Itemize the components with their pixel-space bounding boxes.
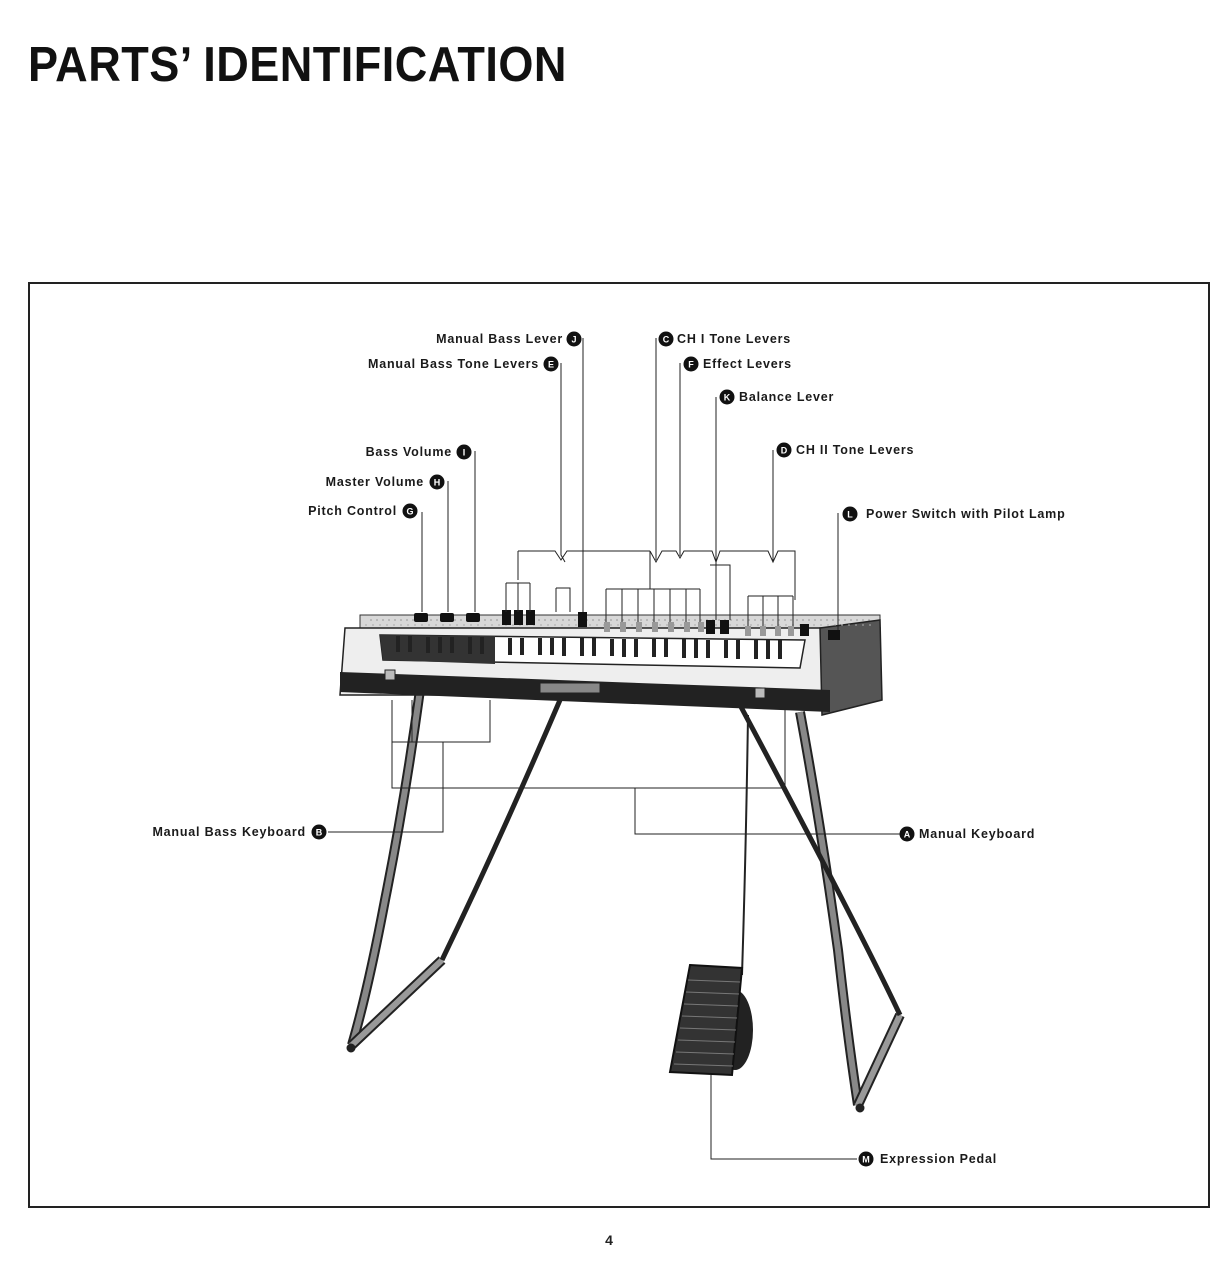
callout-marker-letter: L (847, 510, 853, 520)
callout-label: Effect Levers (703, 357, 792, 371)
callout-manual-bass-keyboard: Manual Bass Keyboard B (152, 825, 326, 840)
callout-master-volume: Master Volume H (326, 475, 445, 490)
page-number: 4 (0, 1232, 1218, 1248)
callout-marker-letter: B (316, 828, 323, 838)
callout-label: Pitch Control (308, 504, 397, 518)
callouts: Manual Bass Lever J Manual Bass Tone Lev… (152, 332, 1065, 1167)
callout-label: Balance Lever (739, 390, 834, 404)
callout-label: Manual Bass Tone Levers (368, 357, 539, 371)
callout-ch1-tone-levers: C CH I Tone Levers (659, 332, 791, 347)
callout-marker-letter: G (406, 507, 413, 517)
callout-label: Manual Bass Keyboard (152, 825, 306, 839)
callout-marker-letter: J (571, 335, 576, 345)
callout-marker-letter: M (862, 1155, 870, 1165)
callout-label: Power Switch with Pilot Lamp (866, 507, 1066, 521)
callout-label: Bass Volume (366, 445, 452, 459)
callout-marker-letter: A (904, 830, 911, 840)
callout-marker-letter: K (724, 393, 731, 403)
callout-marker-letter: C (663, 335, 670, 345)
callout-label: Manual Keyboard (919, 827, 1035, 841)
pedal-cable (742, 715, 748, 975)
callout-manual-keyboard: A Manual Keyboard (900, 827, 1036, 842)
organ-illustration (340, 610, 900, 1112)
callout-marker-letter: F (688, 360, 694, 370)
callout-bass-volume: Bass Volume I (366, 445, 472, 460)
right-stand-leg (740, 705, 900, 1112)
callout-marker-letter: H (434, 478, 441, 488)
callout-manual-bass-tone-levers: Manual Bass Tone Levers E (368, 357, 559, 372)
callout-marker-letter: D (781, 446, 788, 456)
callout-balance-lever: K Balance Lever (720, 390, 835, 405)
callout-pitch-control: Pitch Control G (308, 504, 417, 519)
callout-label: Manual Bass Lever (436, 332, 563, 346)
callout-marker-letter: E (548, 360, 554, 370)
callout-manual-bass-lever: Manual Bass Lever J (436, 332, 581, 347)
left-stand-leg (347, 690, 560, 1052)
callout-marker-letter: I (463, 448, 466, 458)
callout-ch2-tone-levers: D CH II Tone Levers (777, 443, 915, 458)
expression-pedal-drawing (670, 965, 753, 1075)
callout-label: Master Volume (326, 475, 424, 489)
callout-label: Expression Pedal (880, 1152, 997, 1166)
callout-expression-pedal: M Expression Pedal (859, 1152, 998, 1167)
callout-power-switch: L Power Switch with Pilot Lamp (843, 507, 1066, 522)
callout-effect-levers: F Effect Levers (684, 357, 792, 372)
callout-label: CH I Tone Levers (677, 332, 791, 346)
callout-label: CH II Tone Levers (796, 443, 914, 457)
